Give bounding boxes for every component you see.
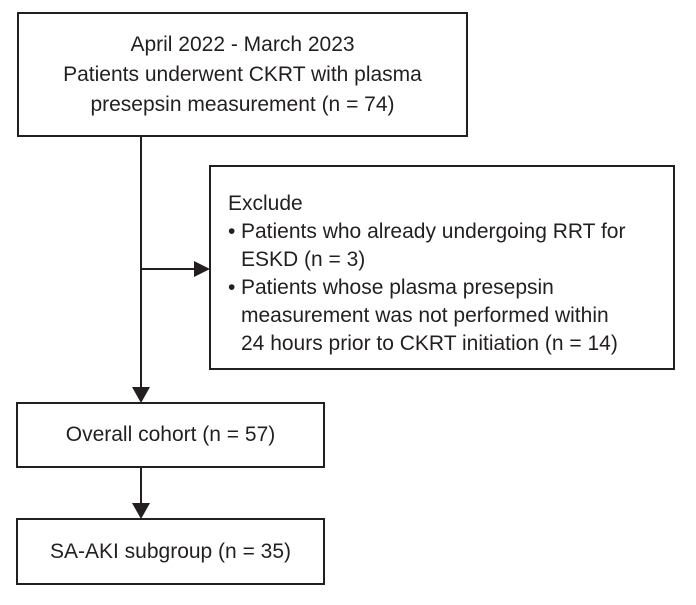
sa-aki-subgroup-label: SA-AKI subgroup (n = 35) xyxy=(49,539,292,563)
exclusion-item-1-line-2: ESKD (n = 3) xyxy=(241,248,366,271)
enrollment-line-3: presepsin measurement (n = 74) xyxy=(90,92,395,116)
arrow-enrollment-to-cohort-head xyxy=(132,387,150,403)
enrollment-line-1: April 2022 - March 2023 xyxy=(130,32,355,56)
exclusion-item-2-line-1: Patients whose plasma presepsin xyxy=(241,276,554,299)
arrow-branch-to-exclusion-head xyxy=(194,261,210,277)
exclusion-item-2: • Patients whose plasma presepsin measur… xyxy=(228,274,663,358)
exclusion-item-1: • Patients who already undergoing RRT fo… xyxy=(228,218,663,274)
enrollment-box: April 2022 - March 2023 Patients underwe… xyxy=(17,12,468,137)
bullet-icon: • xyxy=(228,276,236,299)
exclusion-item-1-line-1: Patients who already undergoing RRT for xyxy=(241,220,626,243)
exclusion-item-2-line-2: measurement was not performed within xyxy=(241,304,609,327)
enrollment-line-2: Patients underwent CKRT with plasma xyxy=(63,62,422,86)
exclusion-box: Exclude • Patients who already undergoin… xyxy=(209,165,675,370)
sa-aki-subgroup-box: SA-AKI subgroup (n = 35) xyxy=(16,518,325,585)
exclusion-title: Exclude xyxy=(228,192,303,215)
bullet-icon: • xyxy=(228,220,236,243)
exclusion-item-1-text: Patients who already undergoing RRT for … xyxy=(241,218,625,274)
exclusion-item-2-text: Patients whose plasma presepsin measurem… xyxy=(241,274,618,358)
exclusion-item-2-line-3: 24 hours prior to CKRT initiation (n = 1… xyxy=(241,332,618,355)
overall-cohort-label: Overall cohort (n = 57) xyxy=(65,423,276,446)
arrow-cohort-to-subgroup-head xyxy=(132,503,150,519)
overall-cohort-box: Overall cohort (n = 57) xyxy=(16,402,325,468)
